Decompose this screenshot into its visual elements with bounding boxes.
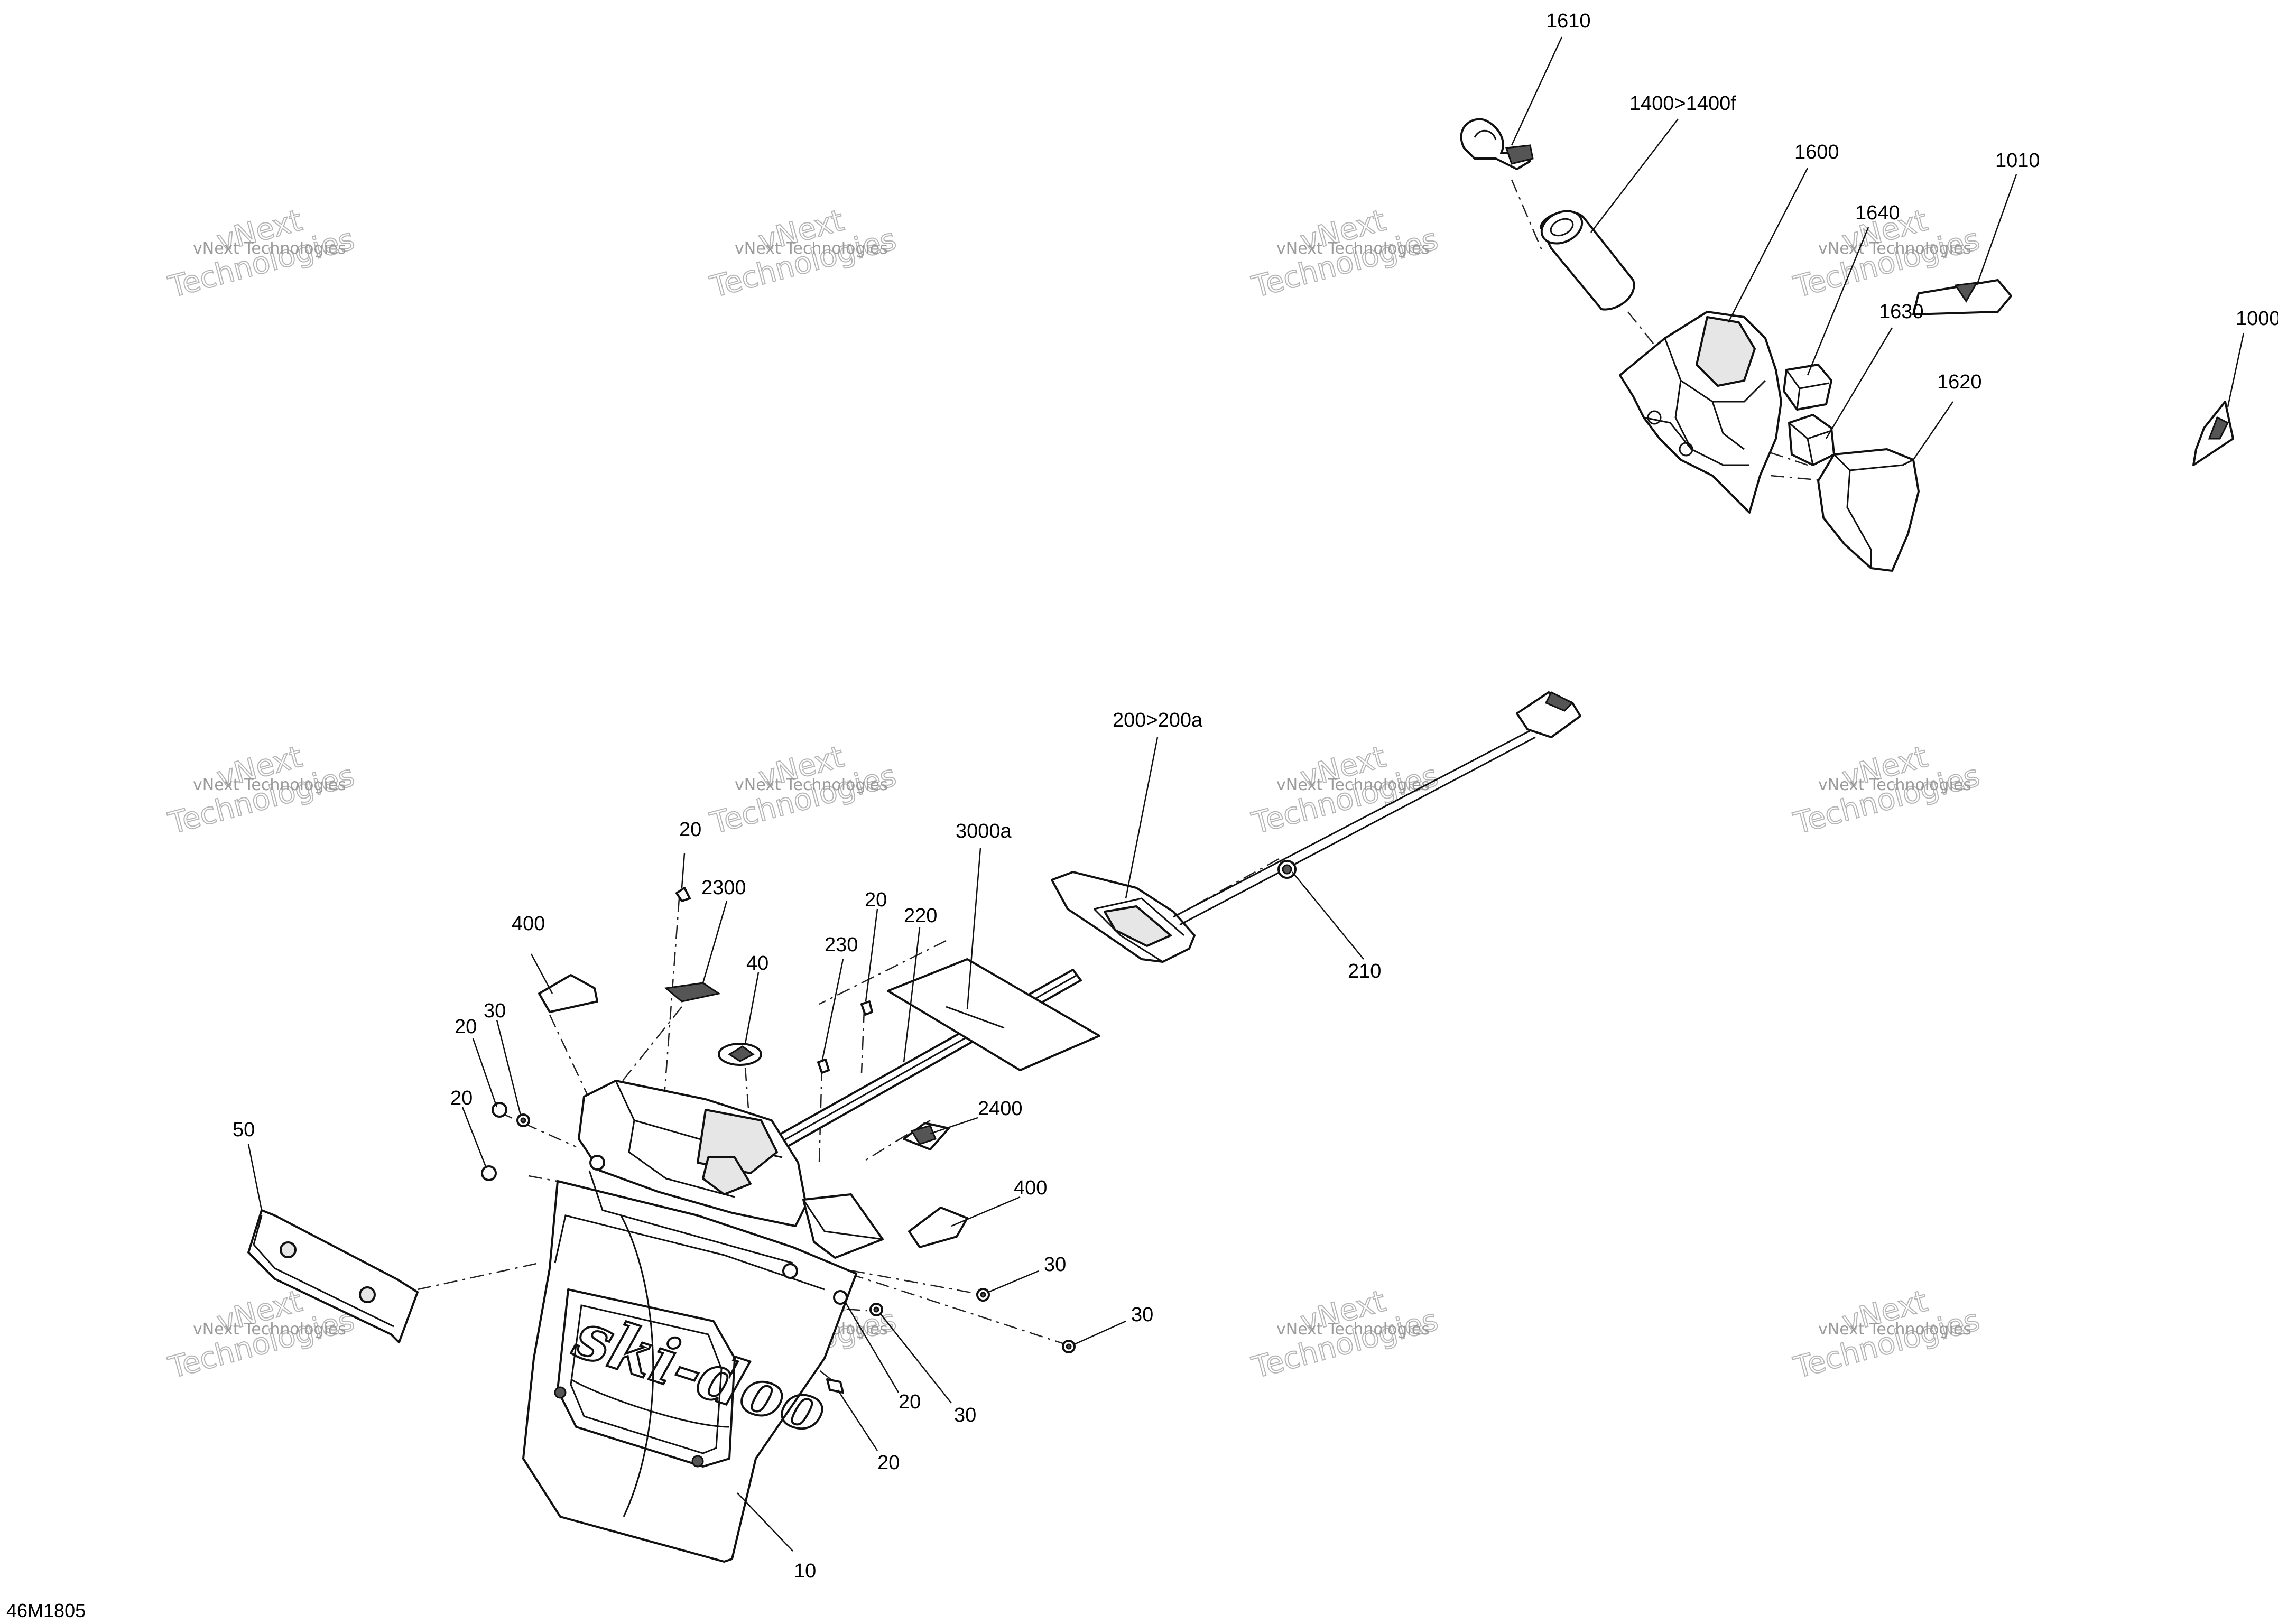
emblem-40: [718, 1043, 762, 1066]
callout-20: 20: [899, 1391, 921, 1413]
watermark-small: vNext Technologies: [735, 776, 888, 794]
callout-30: 30: [954, 1404, 976, 1426]
leader-lines: [247, 36, 2245, 1552]
callout-20: 20: [455, 1016, 477, 1038]
watermark-small: vNext Technologies: [1818, 776, 1971, 794]
callout-40: 40: [746, 952, 768, 975]
callout-1640: 1640: [1855, 202, 1900, 224]
assembly-line: [824, 1265, 1068, 1346]
lower-assembly: ski-doo: [247, 691, 1581, 1563]
watermark-small: vNext Technologies: [193, 776, 346, 794]
fastener-30: [976, 1288, 990, 1302]
callout-20: 20: [679, 819, 701, 841]
decal-2400: [903, 1122, 950, 1150]
housing-1600: [1619, 311, 1782, 514]
callout-220: 220: [904, 905, 937, 927]
assembly-line: [417, 1262, 540, 1291]
fastener-20: [492, 1102, 507, 1118]
assembly-line: [755, 1321, 838, 1385]
sheet-3000a: [887, 958, 1100, 1071]
callout-1630: 1630: [1879, 301, 1924, 323]
cylinder-1400: [1540, 210, 1635, 311]
assembly-line: [607, 1006, 682, 1100]
callout-labels: 1610 1400>1400f 1600 1640 1010 1000 1630…: [233, 10, 2278, 1582]
callout-210: 210: [1348, 960, 1381, 982]
fastener-30: [1062, 1340, 1076, 1353]
watermark-small: vNext Technologies: [1818, 1320, 1971, 1339]
flap-10: ski-doo: [522, 1180, 857, 1563]
callout-1010: 1010: [1995, 150, 2040, 172]
watermark-small: vNext Technologies: [735, 239, 888, 258]
fastener-20: [481, 1165, 497, 1181]
label-400-upper: [538, 974, 598, 1013]
fastener-30: [516, 1113, 530, 1127]
drawing-reference: 46M1805: [6, 1600, 86, 1621]
assembly-line: [819, 940, 947, 1005]
watermark-small: vNext Technologies: [1276, 776, 1430, 794]
fastener-20: [675, 887, 691, 902]
pad-1620: [1817, 448, 1920, 572]
callout-400-upper: 400: [512, 913, 545, 935]
callout-30: 30: [484, 1000, 506, 1022]
callout-30: 30: [1131, 1304, 1153, 1326]
callout-3000a: 3000a: [956, 820, 1012, 842]
watermark-small: vNext Technologies: [1818, 239, 1971, 258]
callout-1400: 1400>1400f: [1629, 92, 1736, 115]
label-400-lower: [908, 1207, 968, 1248]
watermark-small: vNext Technologies: [1276, 239, 1430, 258]
callout-50: 50: [233, 1119, 255, 1141]
callout-200: 200>200a: [1113, 709, 1203, 731]
block-1640: [1783, 364, 1832, 411]
watermark-small: vNext Technologies: [193, 1320, 346, 1339]
assembly-line: [499, 1111, 577, 1148]
fastener-20: [833, 1290, 848, 1305]
label-1010: [1912, 279, 2012, 315]
watermark-small: vNext Technologies: [193, 239, 346, 258]
callout-1600: 1600: [1794, 141, 1839, 163]
callout-230: 230: [825, 934, 858, 956]
assembly-line: [860, 1009, 865, 1073]
callout-2300: 2300: [701, 877, 746, 899]
assembly-line: [1511, 179, 1544, 254]
assembly-line: [1178, 858, 1280, 915]
upper-assembly: [1460, 118, 2234, 572]
label-1000: [2192, 401, 2234, 466]
watermark-small: vNext Technologies: [1276, 1320, 1430, 1339]
callout-20: 20: [877, 1452, 900, 1474]
fastener-230: [817, 1059, 830, 1074]
clip-1610: [1460, 118, 1534, 170]
decal-2300: [664, 982, 721, 1003]
assembly-line: [662, 898, 680, 1110]
callout-400-lower: 400: [1014, 1177, 1047, 1199]
assembly-line: [1770, 475, 1829, 482]
callout-2400: 2400: [978, 1098, 1023, 1120]
callout-20: 20: [450, 1087, 473, 1109]
fastener-30: [869, 1303, 883, 1316]
callout-20: 20: [865, 889, 887, 911]
bracket-housing: [578, 1080, 884, 1279]
fastener-20: [860, 1000, 873, 1016]
block-1630: [1788, 414, 1835, 466]
callout-1620: 1620: [1937, 371, 1982, 393]
panel-50: [247, 1209, 419, 1343]
grommet-210: [1277, 860, 1297, 879]
callout-1000: 1000: [2236, 308, 2278, 330]
callout-10: 10: [794, 1560, 816, 1582]
fastener-20: [826, 1378, 844, 1394]
callout-30: 30: [1044, 1254, 1066, 1276]
assembly-line: [549, 1014, 593, 1105]
light-200: [1051, 691, 1581, 963]
callout-1610: 1610: [1546, 10, 1591, 32]
